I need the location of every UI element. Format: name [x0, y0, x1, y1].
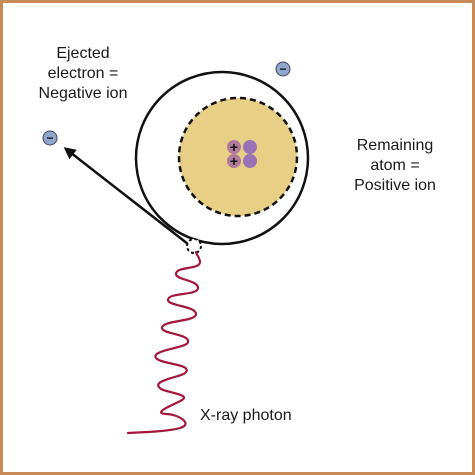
ejected-electron-label: Ejected electron = Negative ion [18, 44, 148, 104]
electron-symbol: − [46, 131, 53, 145]
ejected-electron: − [42, 130, 58, 146]
remaining-label-line-1: Remaining [356, 137, 434, 154]
proton-symbol: + [230, 153, 238, 169]
proton-icon [227, 140, 241, 154]
remaining-label-line-2: atom = [370, 157, 420, 174]
ejection-arrow-icon [63, 147, 189, 245]
ejected-label-line-1: Ejected [56, 45, 110, 62]
shell-electron: − [275, 61, 291, 77]
xray-photon-label: X-ray photon [200, 407, 292, 424]
electron-symbol: − [279, 62, 286, 76]
proton-symbol: + [230, 139, 238, 155]
neutron-icon [243, 154, 257, 168]
electron-icon [42, 130, 58, 146]
electron-vacancy-icon [186, 238, 202, 254]
ejected-label-line-2: electron = [47, 65, 119, 82]
electron-icon [275, 61, 291, 77]
nucleus-particles: + + [227, 139, 257, 169]
outer-electron-shell [134, 70, 310, 246]
neutron-icon [243, 140, 257, 154]
remaining-label-line-3: Positive ion [354, 177, 436, 194]
remaining-atom-label: Remaining atom = Positive ion [340, 136, 450, 196]
photon-wave-icon [126, 250, 202, 435]
proton-icon [227, 154, 241, 168]
ejected-label-line-3: Negative ion [38, 85, 128, 102]
